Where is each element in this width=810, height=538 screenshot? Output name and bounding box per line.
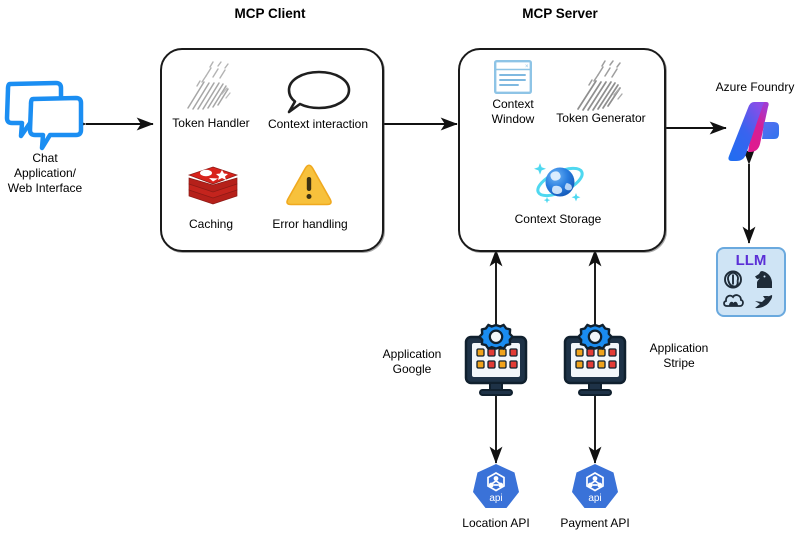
azure-foundry-label: Azure Foundry xyxy=(715,80,795,94)
mcp-server-title: MCP Server xyxy=(522,6,598,21)
app-google-label: Application Google xyxy=(382,347,442,376)
mcp-client-title: MCP Client xyxy=(234,6,306,21)
api-badge-text: api xyxy=(588,493,601,504)
app-stripe-label: Application Stripe xyxy=(649,341,709,370)
bird-icon xyxy=(755,295,773,309)
sketch-hatch-icon xyxy=(180,58,242,112)
llm-models-icon xyxy=(723,270,773,309)
cloud-icon xyxy=(723,294,744,307)
planet-globe-icon xyxy=(530,155,586,209)
redis-icon xyxy=(186,163,240,211)
caching-label: Caching xyxy=(188,217,234,231)
payment-api-label: Payment API xyxy=(560,516,630,530)
sketch-hatch-icon xyxy=(570,55,632,113)
window-frame-icon: × xyxy=(494,60,532,95)
monitor-gear-icon xyxy=(562,323,628,397)
svg-text:×: × xyxy=(525,64,529,70)
location-api-label: Location API xyxy=(462,516,530,530)
chat-bubbles-icon xyxy=(4,78,86,151)
horse-icon xyxy=(755,271,772,288)
speech-bubble-icon xyxy=(283,68,355,118)
context-interaction-label: Context interaction xyxy=(267,117,369,131)
api-hexagon-icon: api xyxy=(570,463,620,515)
context-window-label: Context Window xyxy=(491,97,535,126)
azure-foundry-logo-icon xyxy=(722,100,784,166)
llm-box[interactable]: LLM xyxy=(716,247,786,317)
openai-icon xyxy=(724,270,742,289)
monitor-gear-icon xyxy=(463,323,529,397)
mcp-server-container[interactable] xyxy=(458,48,666,252)
gear-icon xyxy=(577,323,613,350)
context-storage-label: Context Storage xyxy=(514,212,602,226)
error-handling-label: Error handling xyxy=(272,217,348,231)
warning-triangle-icon xyxy=(285,163,333,208)
cloud-icon-fill xyxy=(729,301,738,306)
token-handler-label: Token Handler xyxy=(172,116,250,130)
gear-icon xyxy=(478,323,514,350)
llm-label: LLM xyxy=(735,252,767,269)
api-hexagon-icon: api xyxy=(471,463,521,515)
chat-label: Chat Application/ Web Interface xyxy=(7,151,83,195)
token-generator-label: Token Generator xyxy=(556,111,646,125)
api-badge-text: api xyxy=(489,493,502,504)
